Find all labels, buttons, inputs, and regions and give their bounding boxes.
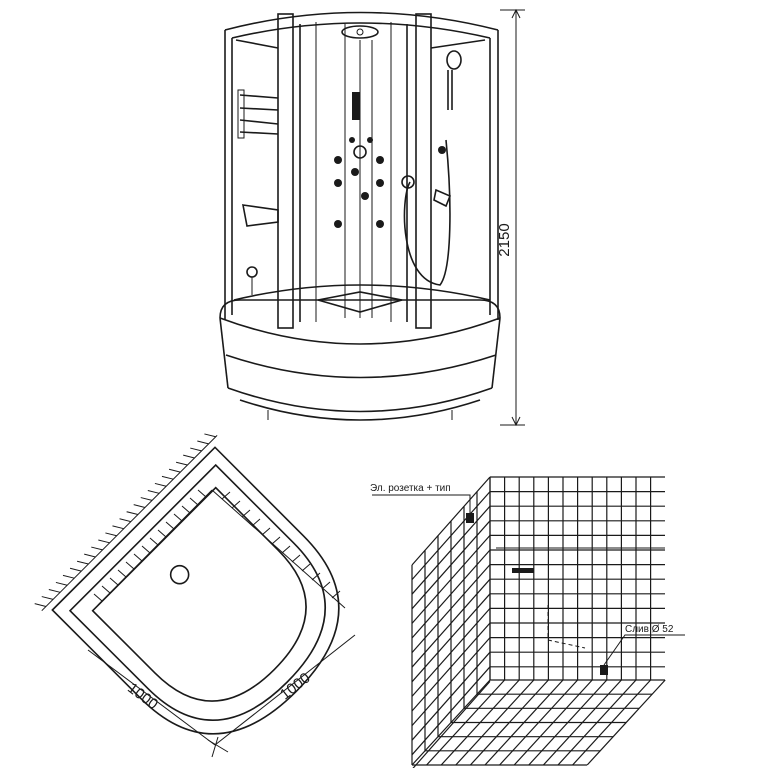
tray-dimensions: 1000 1000 [87,634,356,758]
height-dimension: 2150 [496,8,525,427]
wall-hatch [34,433,218,612]
socket-marker [466,513,474,523]
floor-tiles [411,679,666,766]
tray-side-a-label: 1000 [124,680,161,714]
tray-side-b-label: 1000 [277,669,314,703]
socket-label: Эл. розетка + тип [370,483,451,494]
wall-hatch-left [93,489,346,609]
drain-label: Слив Ø 52 [625,624,674,635]
tray-plan-view [34,433,340,735]
back-wall-tiles [489,476,665,680]
drain-marker [600,665,608,675]
left-wall-tiles [411,476,491,768]
cabin-front-view [219,11,501,421]
install-corner-view: Эл. розетка + тип Слив Ø 52 [370,476,685,768]
height-label: 2150 [496,223,513,256]
